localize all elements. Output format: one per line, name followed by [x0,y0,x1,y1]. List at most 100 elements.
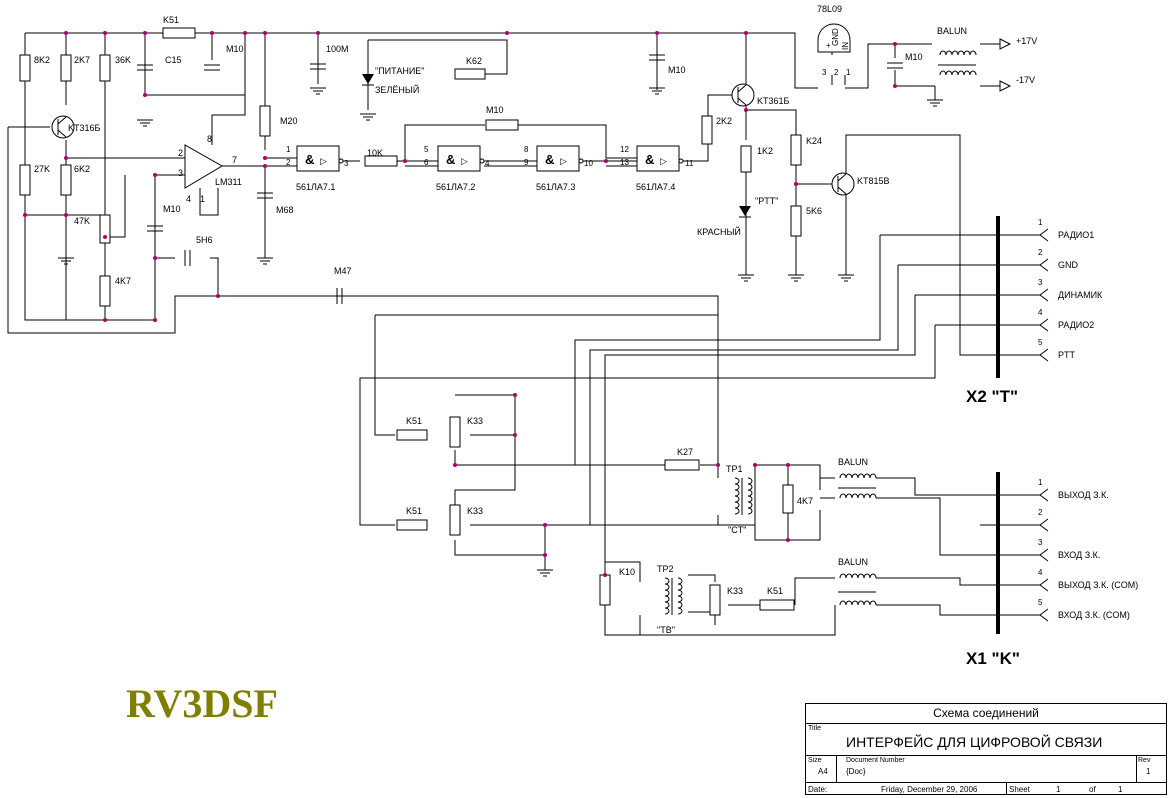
label-k33-1: K33 [467,416,483,426]
junction-dot [893,84,897,88]
pin-label: 13 [620,158,629,167]
coil-turn [945,70,953,76]
wire [688,574,716,582]
component-label: 561ЛА7.3 [536,182,575,192]
coil-turn [869,493,877,499]
junction-dot [243,31,247,35]
rev-value: 1 [1146,767,1151,776]
coil-turn [845,573,853,579]
label-k51-1: K51 [406,416,422,426]
wire [517,124,637,159]
title-block-date-row: Date: Friday, December 29, 2006 Sheet 1 … [806,783,1166,795]
coil-turn [857,600,865,606]
wire [24,33,155,321]
junction-dot [216,294,220,298]
label-2k7: 2K7 [74,55,90,65]
label-balun-pwr: BALUN [937,26,967,36]
title-label: Title [808,725,821,732]
led-ptt-red: "PTT" КРАСНЫЙ [697,196,778,237]
component-label: ЗЕЛЁНЫЙ [375,84,419,95]
transformers [664,50,977,615]
label-k51-top: K51 [163,15,179,25]
wire [454,450,665,466]
coil-turn [677,595,683,603]
coil-turn [957,50,965,56]
junction-dots [23,31,897,577]
wire [589,265,899,526]
coil-turn [939,70,947,76]
connector-pin-name: РАДИО1 [1058,230,1094,240]
label-tp2-name: "TB" [657,625,675,635]
coil-turn [677,589,683,597]
label-k24: K24 [806,136,822,146]
coil-turn [664,601,670,609]
pin-label: 10 [584,159,593,168]
wire [7,127,719,465]
label-tp1-name: "CT" [728,525,746,535]
pin-label: 1 [846,68,851,77]
label-6k2: 6K2 [74,164,90,174]
coil-turn [857,473,865,479]
label-8k2: 8K2 [34,55,50,65]
wire [876,497,1040,556]
component-label: КРАСНЫЙ [697,226,741,237]
wire [845,134,1040,356]
wire [700,464,719,478]
coil-turn [734,507,740,515]
junction-dot [153,318,157,322]
connector-pin-tip [1039,608,1049,616]
pin-label: GND [831,28,840,46]
junction-dot [64,213,68,217]
connector-pin-name: ДИНАМИК [1058,290,1103,300]
label-4k7-a: 4K7 [115,276,131,286]
connector-pin-tip [1039,548,1049,556]
label-5h6: 5H6 [196,235,213,245]
coil-turn [664,583,670,591]
junction-dot [744,108,748,112]
coil-turn [863,573,871,579]
connector-x2-label: X2 "T" [966,387,1018,406]
component-label: 78L09 [817,4,842,14]
junction-dot [143,31,147,35]
resistor [454,68,486,80]
junction-dot [604,159,608,163]
pin-label: 12 [620,145,629,154]
wire [105,175,126,238]
component-label: "ПИТАНИЕ" [375,66,425,76]
coil-turn [963,50,971,56]
docnum-value: {Doc} [846,767,866,776]
resistor [709,584,721,616]
pin-label: 9 [524,158,529,167]
connector-pin-tip [1039,578,1049,586]
coil-turn [734,483,740,491]
pin-label: 3 [822,68,827,77]
label-47k: 47K [74,216,90,226]
rev-label: Rev [1138,757,1151,764]
resistor [259,105,271,137]
size-label: Size [808,757,822,764]
connector-pin-tip [1039,258,1049,266]
coil-turn [963,70,971,76]
coil-turn [747,495,753,503]
connector-pin-tip [1039,524,1049,532]
junction-dot [263,156,267,160]
coil-turn [747,489,753,497]
pin-label: 3 [344,159,349,168]
title-block: Схема соединений Title ИНТЕРФЕЙС ДЛЯ ЦИФ… [805,703,1167,795]
label-27k: 27K [34,164,50,174]
coil-turn [957,70,965,76]
label-k51-3: K51 [767,586,783,596]
coil-turn [851,493,859,499]
junction-dot [316,31,320,35]
coil-turn [939,50,947,56]
junction-dot [786,463,790,467]
connector-pin-tip [1039,554,1049,562]
coil-turn [747,501,753,509]
wire [144,33,245,96]
connector-pin-number: 4 [1038,568,1043,577]
coil-turn [747,477,753,485]
resistor [19,54,31,82]
connector-pin-tip [1039,518,1049,526]
junction-dot [263,164,267,168]
